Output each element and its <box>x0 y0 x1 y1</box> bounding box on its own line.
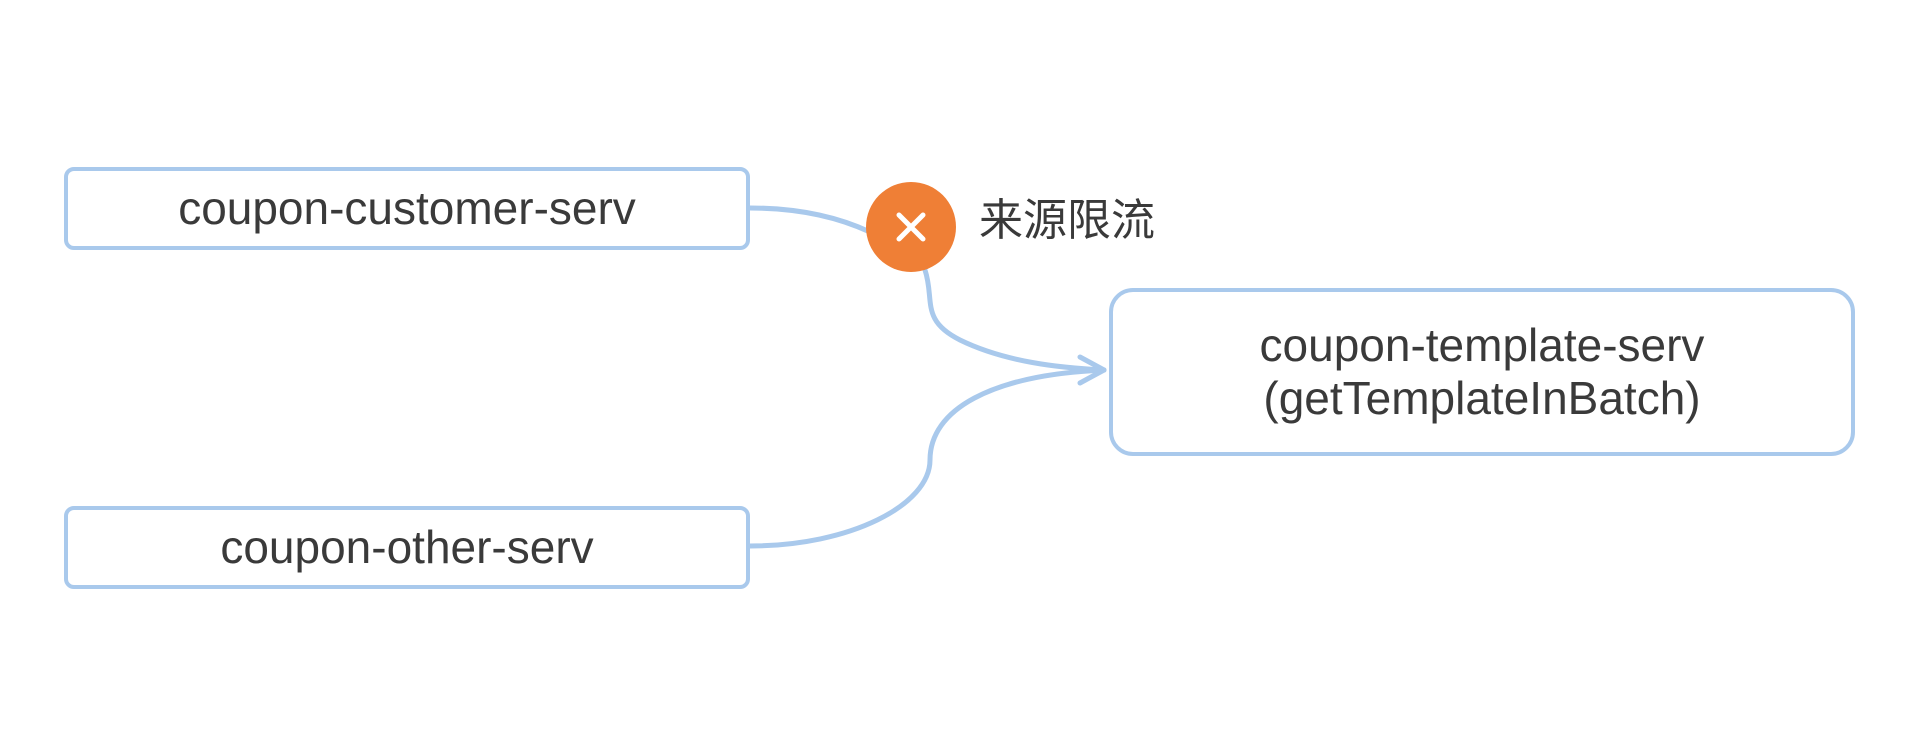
connector-block-to-template <box>922 267 1107 373</box>
node-label-line1: coupon-template-serv <box>1259 318 1705 371</box>
node-coupon-other-serv: coupon-other-serv <box>64 506 750 589</box>
node-label: coupon-customer-serv <box>178 181 636 234</box>
close-icon <box>896 212 926 242</box>
connector-other-to-template <box>747 367 1107 549</box>
node-coupon-customer-serv: coupon-customer-serv <box>64 167 750 250</box>
block-label: 来源限流 <box>979 195 1155 246</box>
connector-customer-to-block <box>747 205 873 235</box>
node-label: coupon-other-serv <box>220 520 594 573</box>
node-coupon-template-serv: coupon-template-serv (getTemplateInBatch… <box>1109 288 1855 456</box>
node-label-line2: (getTemplateInBatch) <box>1263 372 1701 424</box>
block-badge <box>866 182 956 272</box>
connector-arrowhead <box>1077 354 1107 386</box>
